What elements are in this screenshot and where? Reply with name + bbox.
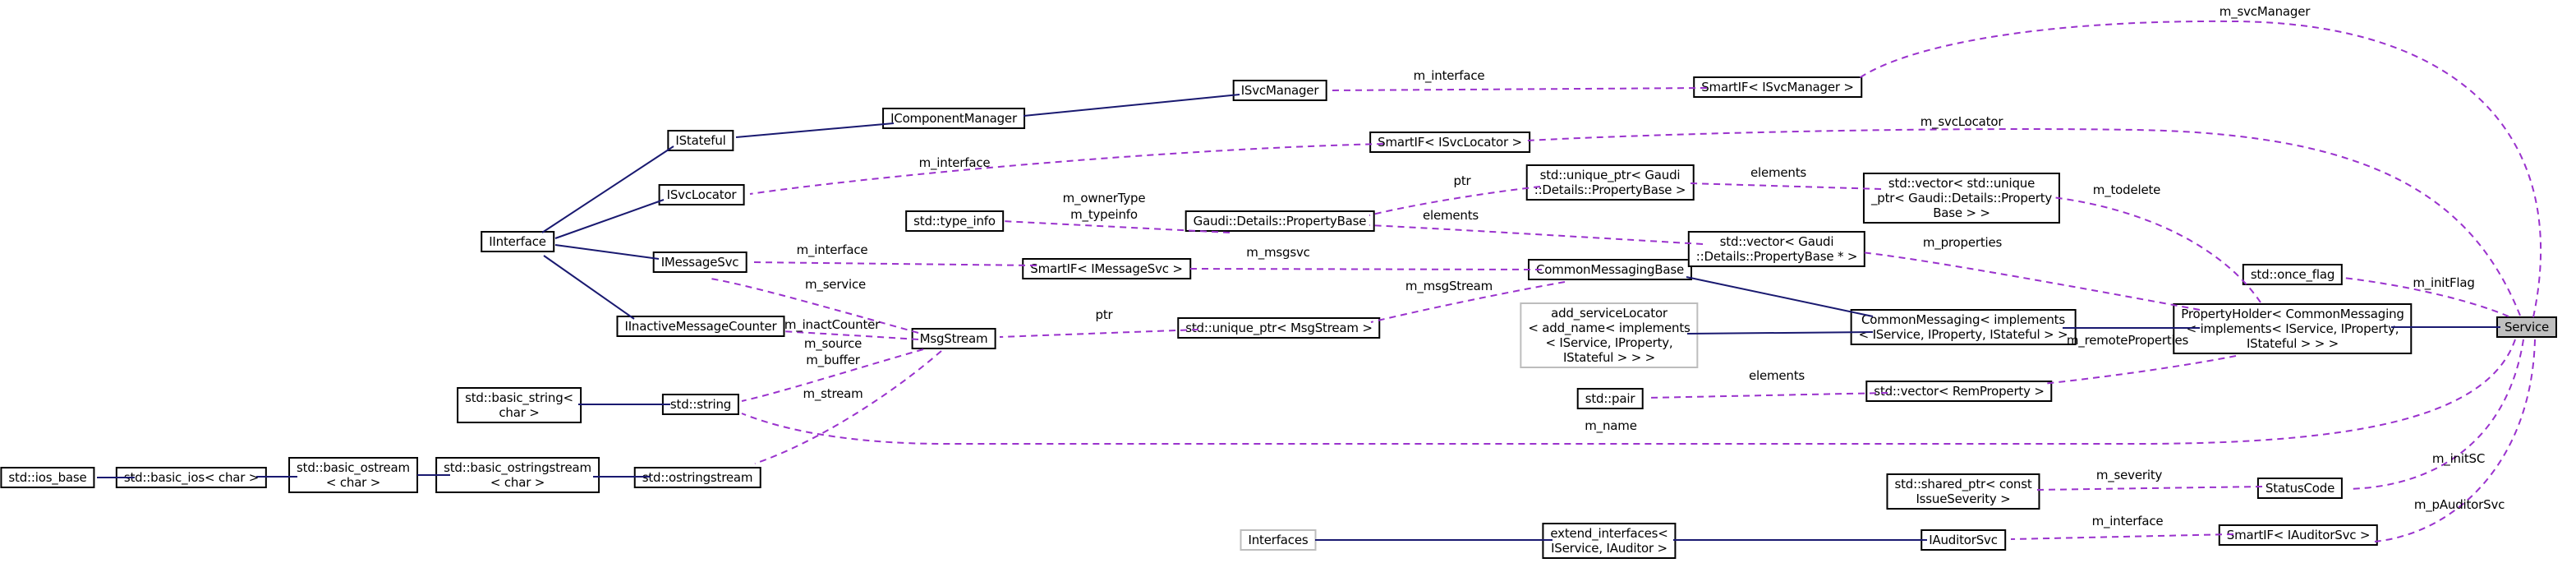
edge-label-m-remoteproperties: m_remoteProperties: [2066, 333, 2189, 348]
node-interfaces[interactable]: Interfaces: [1240, 529, 1317, 551]
node-std-basic-ostream[interactable]: std::basic_ostream < char >: [288, 457, 418, 493]
edge-smartif-isvcmanager-to-isvcmanager: [1329, 87, 1708, 91]
edge-label-m-msgsvc: m_msgsvc: [1246, 245, 1310, 260]
node-smartif-iauditorsvc[interactable]: SmartIF< IAuditorSvc >: [2218, 524, 2379, 546]
node-service[interactable]: Service: [2496, 316, 2558, 338]
node-propertyholder[interactable]: PropertyHolder< CommonMessaging < implem…: [2173, 303, 2413, 354]
edge-label-m-stream: m_stream: [803, 386, 863, 401]
node-std-pair[interactable]: std::pair: [1576, 388, 1644, 409]
node-add-servicelocator[interactable]: add_serviceLocator < add_name< implement…: [1520, 302, 1699, 368]
edge-smartif-imessagesvc-to-imessagesvc: [749, 261, 1037, 266]
edge-label-ptr-propertybase: ptr: [1453, 173, 1471, 188]
edge-isvcmanager-to-icomponentmanager: [1023, 94, 1240, 117]
edge-propertyholder-to-vector-remproperty: [2042, 355, 2237, 385]
edge-iinactivemessagecounter-to-iinterface: [543, 255, 635, 320]
edge-label-m-todelete: m_todelete: [2092, 182, 2161, 197]
node-std-basic-ios[interactable]: std::basic_ios< char >: [115, 467, 268, 488]
edge-smartif-isvclocator-to-isvclocator: [749, 143, 1384, 195]
edge-label-m-interface-auditorsvc: m_interface: [2091, 514, 2164, 528]
node-commonmessaging[interactable]: CommonMessaging< implements < IService, …: [1850, 309, 2077, 345]
node-std-vector-unique-ptr-propertybase[interactable]: std::vector< std::unique _ptr< Gaudi::De…: [1862, 173, 2061, 224]
edge-label-m-properties: m_properties: [1922, 235, 2003, 250]
node-iinterface[interactable]: IInterface: [481, 231, 554, 252]
node-imessagesvc[interactable]: IMessageSvc: [652, 252, 748, 273]
edge-label-m-severity: m_severity: [2095, 468, 2163, 482]
edge-isvclocator-to-iinterface: [554, 199, 665, 239]
edge-label-m-svclocator: m_svcLocator: [1920, 114, 2003, 129]
edge-label-m-svcmanager: m_svcManager: [2219, 4, 2311, 19]
edge-label-m-name: m_name: [1585, 418, 1637, 433]
edge-label-m-inactcounter: m_inactCounter: [784, 317, 881, 332]
edge-label-m-initsc: m_initSC: [2431, 451, 2486, 466]
node-isvcmanager[interactable]: ISvcManager: [1232, 80, 1327, 101]
edge-service-to-smartif-isvcmanager: [1857, 20, 2542, 318]
edge-istateful-to-iinterface: [541, 145, 674, 233]
node-istateful[interactable]: IStateful: [667, 130, 734, 151]
node-isvclocator[interactable]: ISvcLocator: [658, 184, 745, 205]
node-smartif-isvclocator[interactable]: SmartIF< ISvcLocator >: [1369, 132, 1530, 153]
node-std-vector-remproperty[interactable]: std::vector< RemProperty >: [1865, 381, 2053, 402]
edge-label-m-source-m-buffer: m_source m_buffer: [803, 336, 862, 367]
edge-vector-propertybase-ptr-to-propertybase: [1368, 224, 1704, 245]
edge-unique-ptr-msgstream-to-msgstream: [999, 329, 1199, 338]
edge-icomponentmanager-to-istateful: [735, 122, 895, 138]
node-std-vector-propertybase-ptr[interactable]: std::vector< Gaudi ::Details::PropertyBa…: [1687, 231, 1866, 267]
node-std-type-info[interactable]: std::type_info: [905, 210, 1004, 232]
edge-label-m-service: m_service: [804, 277, 867, 292]
node-std-string[interactable]: std::string: [661, 394, 740, 415]
node-extend-interfaces[interactable]: extend_interfaces< IService, IAuditor >: [1542, 523, 1677, 559]
edge-commonmessaging-to-commonmessagingbase: [1686, 276, 1874, 317]
node-statuscode[interactable]: StatusCode: [2256, 478, 2344, 499]
node-smartif-imessagesvc[interactable]: SmartIF< IMessageSvc >: [1022, 258, 1191, 279]
edge-label-m-interface-imessagesvc: m_interface: [796, 242, 868, 257]
node-gaudi-details-propertybase[interactable]: Gaudi::Details::PropertyBase: [1184, 210, 1375, 232]
edge-propertyholder-to-vector-unique-ptr: [2052, 196, 2261, 303]
edge-label-ptr-msgstream: ptr: [1095, 307, 1113, 322]
edge-commonmessaging-to-add-servicelocator: [1686, 331, 1874, 335]
node-std-ostringstream[interactable]: std::ostringstream: [633, 467, 761, 488]
edge-imessagesvc-to-iinterface: [554, 244, 660, 260]
node-std-shared-ptr-issueseverity[interactable]: std::shared_ptr< const IssueSeverity >: [1886, 473, 2040, 510]
node-icomponentmanager[interactable]: IComponentManager: [882, 108, 1025, 129]
edge-vector-remproperty-to-pair: [1646, 392, 1888, 399]
edge-label-m-ownertype-m-typeinfo: m_ownerType m_typeinfo: [1062, 191, 1146, 222]
edge-label-elements-pair: elements: [1748, 368, 1806, 383]
edge-label-elements-unique-ptr: elements: [1750, 165, 1807, 180]
edge-label-m-initflag: m_initFlag: [2413, 275, 2475, 290]
node-smartif-isvcmanager[interactable]: SmartIF< ISvcManager >: [1693, 76, 1862, 98]
edge-propertyholder-to-vector-propertybase-ptr: [1861, 252, 2201, 311]
edge-statuscode-to-shared-ptr-issueseverity: [2036, 486, 2263, 491]
edge-label-elements-propertybase: elements: [1422, 208, 1479, 223]
edge-label-m-interface-svcmanager: m_interface: [1413, 68, 1485, 83]
node-std-unique-ptr-propertybase[interactable]: std::unique_ptr< Gaudi ::Details::Proper…: [1525, 164, 1695, 201]
node-std-unique-ptr-msgstream[interactable]: std::unique_ptr< MsgStream >: [1177, 317, 1381, 339]
node-std-basic-string[interactable]: std::basic_string< char >: [457, 387, 582, 423]
node-iinactivemessagecounter[interactable]: IInactiveMessageCounter: [616, 316, 785, 337]
edge-vector-unique-ptr-to-unique-ptr-propertybase: [1689, 182, 1882, 190]
node-std-basic-ostringstream[interactable]: std::basic_ostringstream < char >: [435, 457, 600, 493]
edge-label-m-msgstream: m_msgStream: [1405, 279, 1493, 293]
edge-label-m-interface-svclocator: m_interface: [918, 155, 991, 170]
node-std-once-flag[interactable]: std::once_flag: [2242, 264, 2344, 285]
node-std-ios-base[interactable]: std::ios_base: [0, 467, 95, 488]
edge-commonmessagingbase-to-smartif-imessagesvc: [1186, 268, 1543, 270]
edge-smartif-iauditorsvc-to-iauditorsvc: [2010, 533, 2234, 540]
edge-label-m-pauditorsvc: m_pAuditorSvc: [2413, 497, 2505, 512]
node-commonmessagingbase[interactable]: CommonMessagingBase: [1528, 259, 1692, 280]
node-msgstream[interactable]: MsgStream: [911, 328, 996, 349]
node-iauditorsvc[interactable]: IAuditorSvc: [1920, 529, 2006, 551]
